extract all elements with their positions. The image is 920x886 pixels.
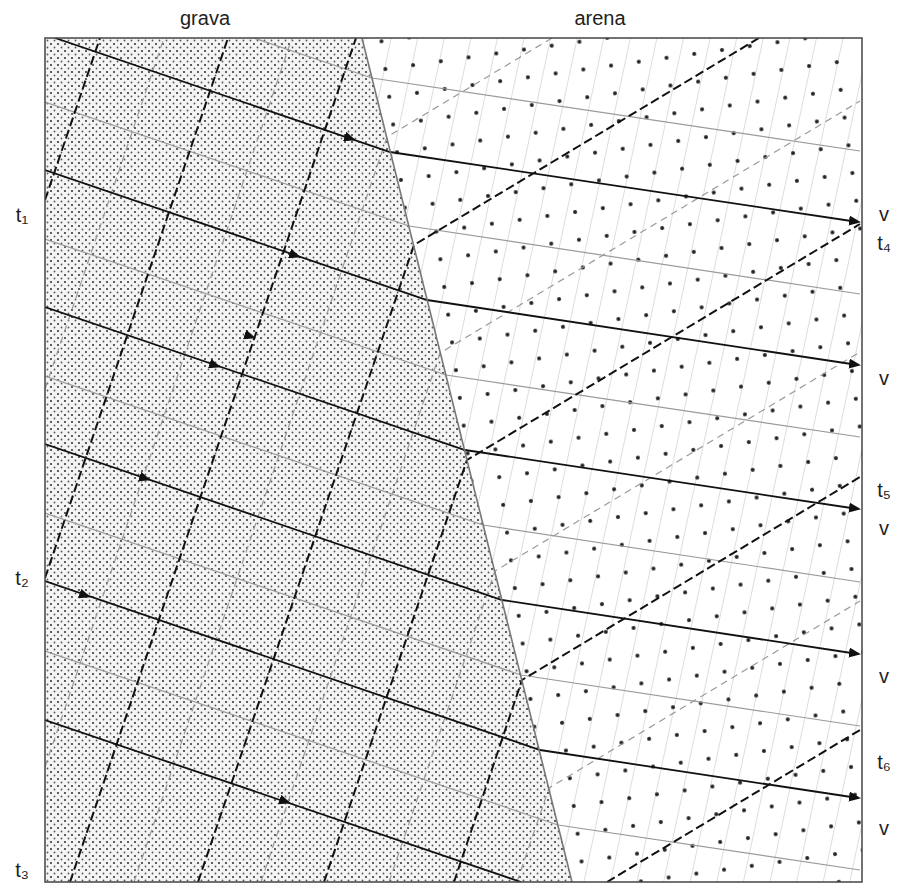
velocity-label: v bbox=[879, 666, 889, 686]
time-label: t₂ bbox=[15, 568, 28, 588]
material-name: grava bbox=[180, 8, 230, 28]
time-label: t₃ bbox=[15, 860, 29, 880]
flow-arrowheads bbox=[75, 135, 860, 803]
gravel-region bbox=[45, 38, 862, 882]
time-label: t₅ bbox=[877, 480, 891, 500]
velocity-label: v bbox=[879, 518, 889, 538]
secondary-flow-lines bbox=[45, 38, 860, 870]
equipotential-lines bbox=[45, 38, 860, 882]
time-label: t₁ bbox=[16, 205, 28, 225]
ground bbox=[45, 38, 862, 882]
velocity-label: v bbox=[879, 204, 889, 224]
secondary-equipotentials bbox=[45, 38, 860, 882]
sand-region bbox=[45, 38, 862, 882]
frame bbox=[45, 38, 862, 882]
material-interface bbox=[362, 38, 572, 882]
flow-lines bbox=[45, 38, 858, 882]
velocity-label: v bbox=[879, 818, 889, 838]
time-label: t₆ bbox=[877, 752, 891, 772]
velocity-label: v bbox=[879, 368, 889, 388]
time-label: t₄ bbox=[877, 233, 891, 253]
material-name: arena bbox=[574, 8, 625, 28]
